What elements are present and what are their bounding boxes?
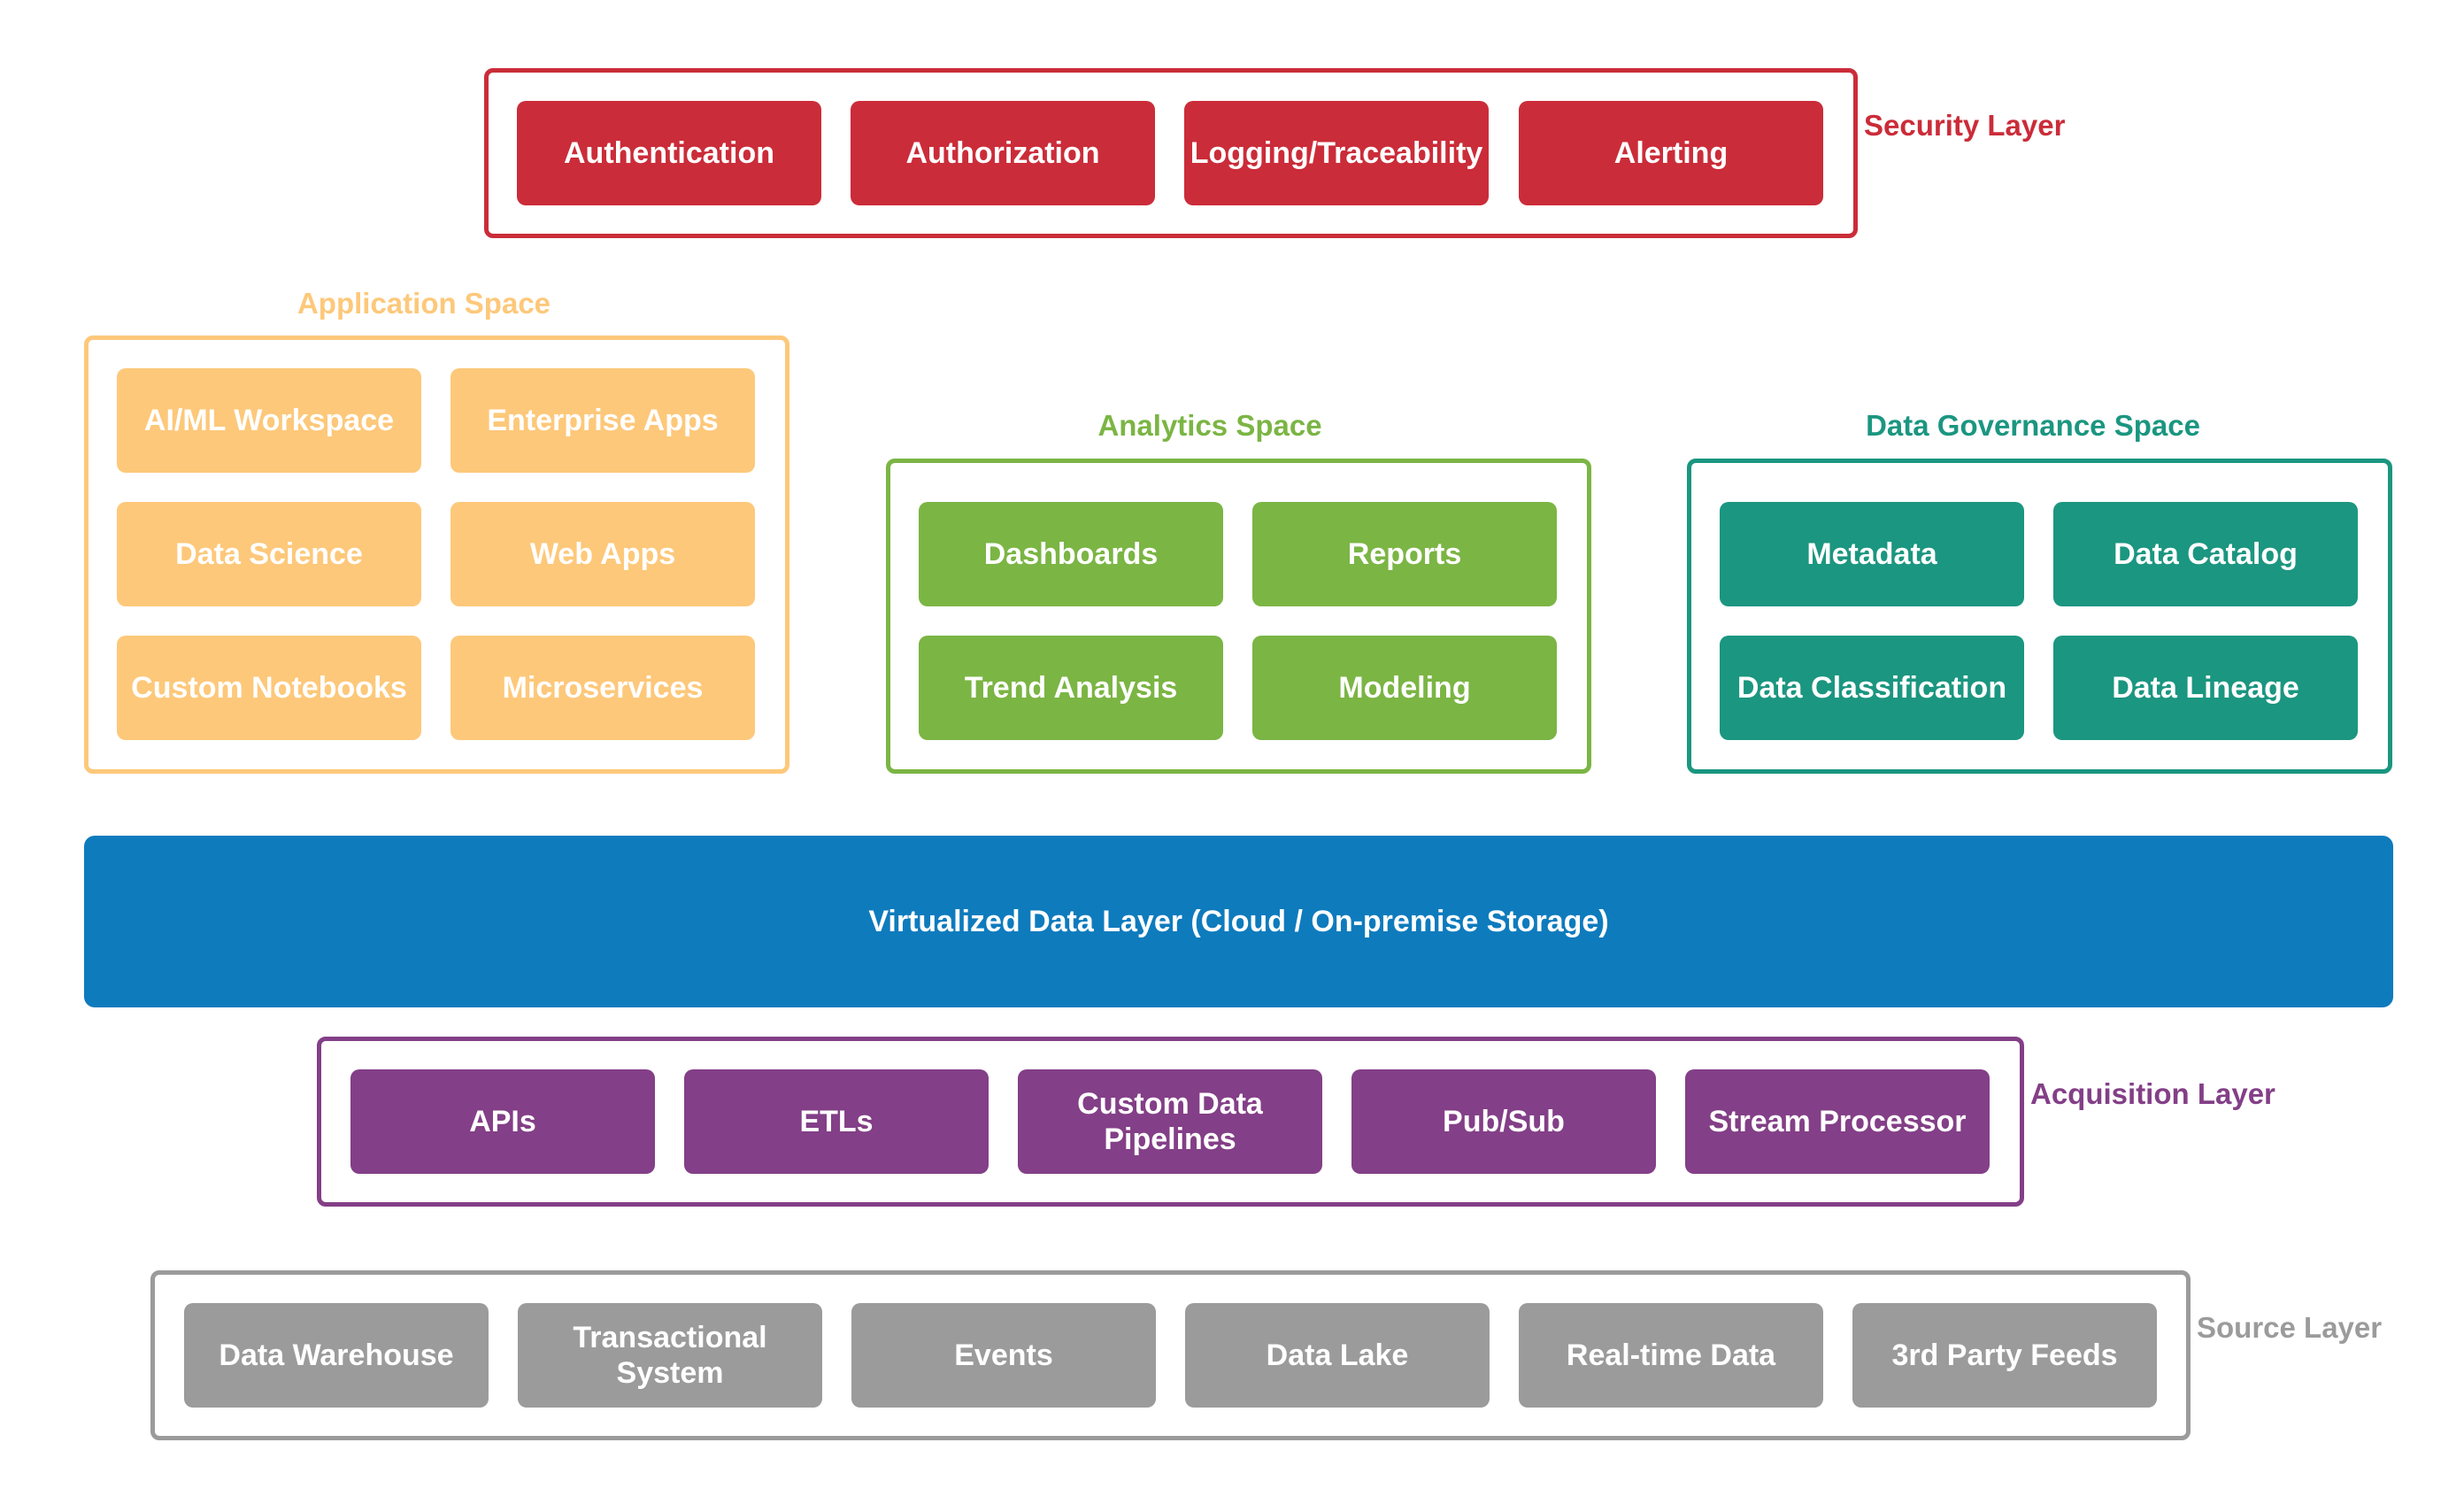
governance-item-data-catalog[interactable]: Data Catalog (2053, 502, 2358, 606)
source-layer-label: Source Layer (2197, 1311, 2383, 1344)
application-item-web-apps[interactable]: Web Apps (450, 502, 755, 606)
source-item-data-lake[interactable]: Data Lake (1185, 1303, 1490, 1408)
application-item-enterprise-apps[interactable]: Enterprise Apps (450, 368, 755, 473)
analytics-item-dashboards[interactable]: Dashboards (919, 502, 1223, 606)
virtualized-data-layer[interactable]: Virtualized Data Layer (Cloud / On-premi… (84, 836, 2393, 1007)
acquisition-item-stream-processor[interactable]: Stream Processor (1685, 1069, 1990, 1174)
security-layer-label: Security Layer (1864, 109, 2066, 142)
application-item-microservices[interactable]: Microservices (450, 636, 755, 740)
virtualized-data-layer-label: Virtualized Data Layer (Cloud / On-premi… (868, 904, 1609, 938)
source-item-events[interactable]: Events (851, 1303, 1156, 1408)
governance-item-data-lineage[interactable]: Data Lineage (2053, 636, 2358, 740)
acquisition-item-apis[interactable]: APIs (350, 1069, 655, 1174)
security-item-authorization[interactable]: Authorization (851, 101, 1155, 205)
acquisition-item-custom-data-pipelines[interactable]: Custom Data Pipelines (1018, 1069, 1322, 1174)
analytics-item-trend-analysis[interactable]: Trend Analysis (919, 636, 1223, 740)
source-item-transactional-system[interactable]: Transactional System (518, 1303, 822, 1408)
application-item-custom-notebooks[interactable]: Custom Notebooks (117, 636, 421, 740)
source-item-3rd-party-feeds[interactable]: 3rd Party Feeds (1852, 1303, 2157, 1408)
security-item-alerting[interactable]: Alerting (1519, 101, 1823, 205)
analytics-item-modeling[interactable]: Modeling (1252, 636, 1557, 740)
application-space-label: Application Space (296, 287, 551, 320)
security-item-authentication[interactable]: Authentication (517, 101, 821, 205)
source-item-data-warehouse[interactable]: Data Warehouse (184, 1303, 489, 1408)
source-layer-frame (150, 1270, 2191, 1440)
acquisition-item-etls[interactable]: ETLs (684, 1069, 989, 1174)
acquisition-layer-label: Acquisition Layer (2030, 1077, 2275, 1110)
analytics-item-reports[interactable]: Reports (1252, 502, 1557, 606)
governance-item-data-classification[interactable]: Data Classification (1720, 636, 2024, 740)
governance-space-label: Data Governance Space (1866, 409, 2200, 442)
analytics-space-label: Analytics Space (1097, 409, 1322, 442)
application-item-data-science[interactable]: Data Science (117, 502, 421, 606)
application-item-aiml-workspace[interactable]: AI/ML Workspace (117, 368, 421, 473)
source-item-real-time-data[interactable]: Real-time Data (1519, 1303, 1823, 1408)
acquisition-item-pubsub[interactable]: Pub/Sub (1351, 1069, 1656, 1174)
governance-item-metadata[interactable]: Metadata (1720, 502, 2024, 606)
security-item-logging[interactable]: Logging/Traceability (1184, 101, 1489, 205)
